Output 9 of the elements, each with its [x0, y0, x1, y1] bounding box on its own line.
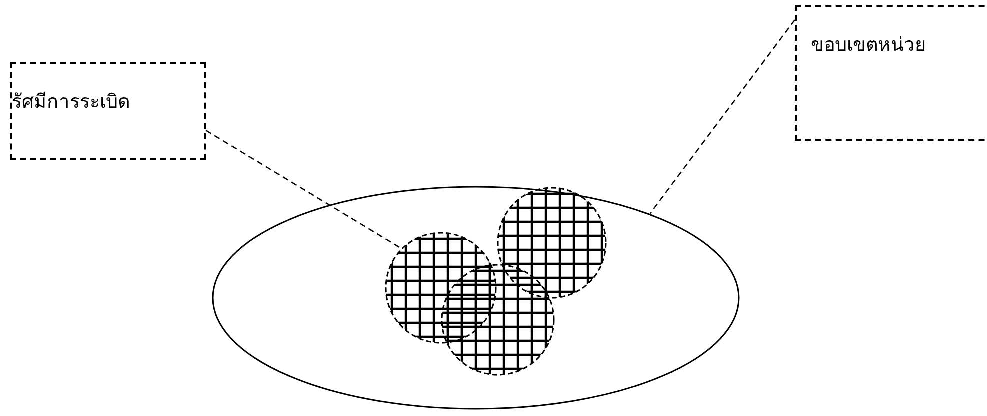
boundary-ellipse [212, 186, 740, 410]
callout-box [795, 5, 987, 141]
hatched-circle [497, 187, 607, 299]
callout-label: รัศมีการระเบิด [12, 90, 130, 115]
leader-line [206, 130, 402, 250]
hatched-circle [441, 264, 555, 376]
leader-line [650, 20, 796, 214]
callout-box [10, 62, 206, 160]
callout-label: ขอบเขตหน่วย [811, 33, 926, 58]
